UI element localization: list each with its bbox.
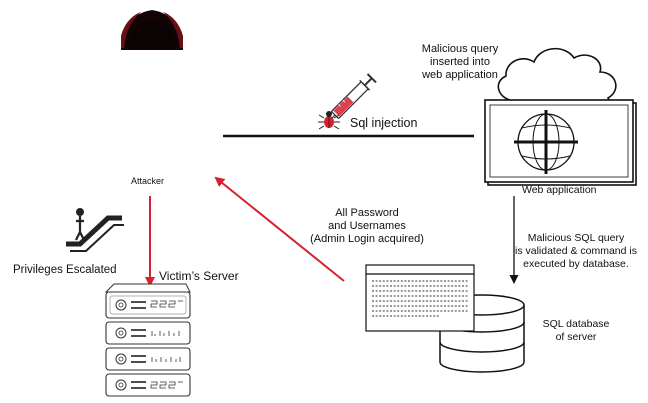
credentials-label: All Password and Usernames (Admin Login … — [297, 207, 437, 246]
malicious-query-label: Malicious query inserted into web applic… — [400, 43, 520, 82]
validated-line-3: executed by database. — [523, 258, 629, 270]
malicious-query-line-2: inserted into — [430, 56, 490, 68]
credentials-line-1: All Password — [335, 207, 399, 219]
attacker-label: Attacker — [131, 176, 165, 186]
privileges-escalated-label: Privileges Escalated — [13, 264, 117, 276]
sql-database-line-2: of server — [555, 331, 597, 343]
globe-icon — [514, 110, 578, 174]
web-application-label: Web application — [522, 184, 597, 196]
sql-database-label: SQL database of server — [530, 318, 622, 344]
sql-database-line-1: SQL database — [542, 318, 610, 330]
malicious-query-line-3: web application — [422, 69, 498, 81]
credentials-return-arrow — [214, 176, 345, 282]
validated-line-2: is validated & command is — [515, 245, 637, 257]
validated-label: Malicious SQL query is validated & comma… — [504, 232, 648, 271]
credentials-line-3: (Admin Login acquired) — [310, 233, 424, 245]
bug-icon — [318, 111, 340, 130]
server-rack-icon — [104, 283, 191, 397]
cloud-icon — [497, 47, 617, 114]
validated-line-1: Malicious SQL query — [527, 232, 625, 244]
hooded-attacker-icon — [121, 10, 183, 50]
data-sheet-icon — [365, 264, 475, 332]
syringe-icon — [328, 73, 377, 122]
victim-server-label: Victim’s Server — [159, 269, 239, 283]
sql-injection-label: Sql injection — [350, 116, 418, 130]
escalator-icon — [66, 208, 124, 252]
malicious-query-line-1: Malicious query — [421, 43, 499, 55]
credentials-line-2: and Usernames — [328, 220, 406, 232]
